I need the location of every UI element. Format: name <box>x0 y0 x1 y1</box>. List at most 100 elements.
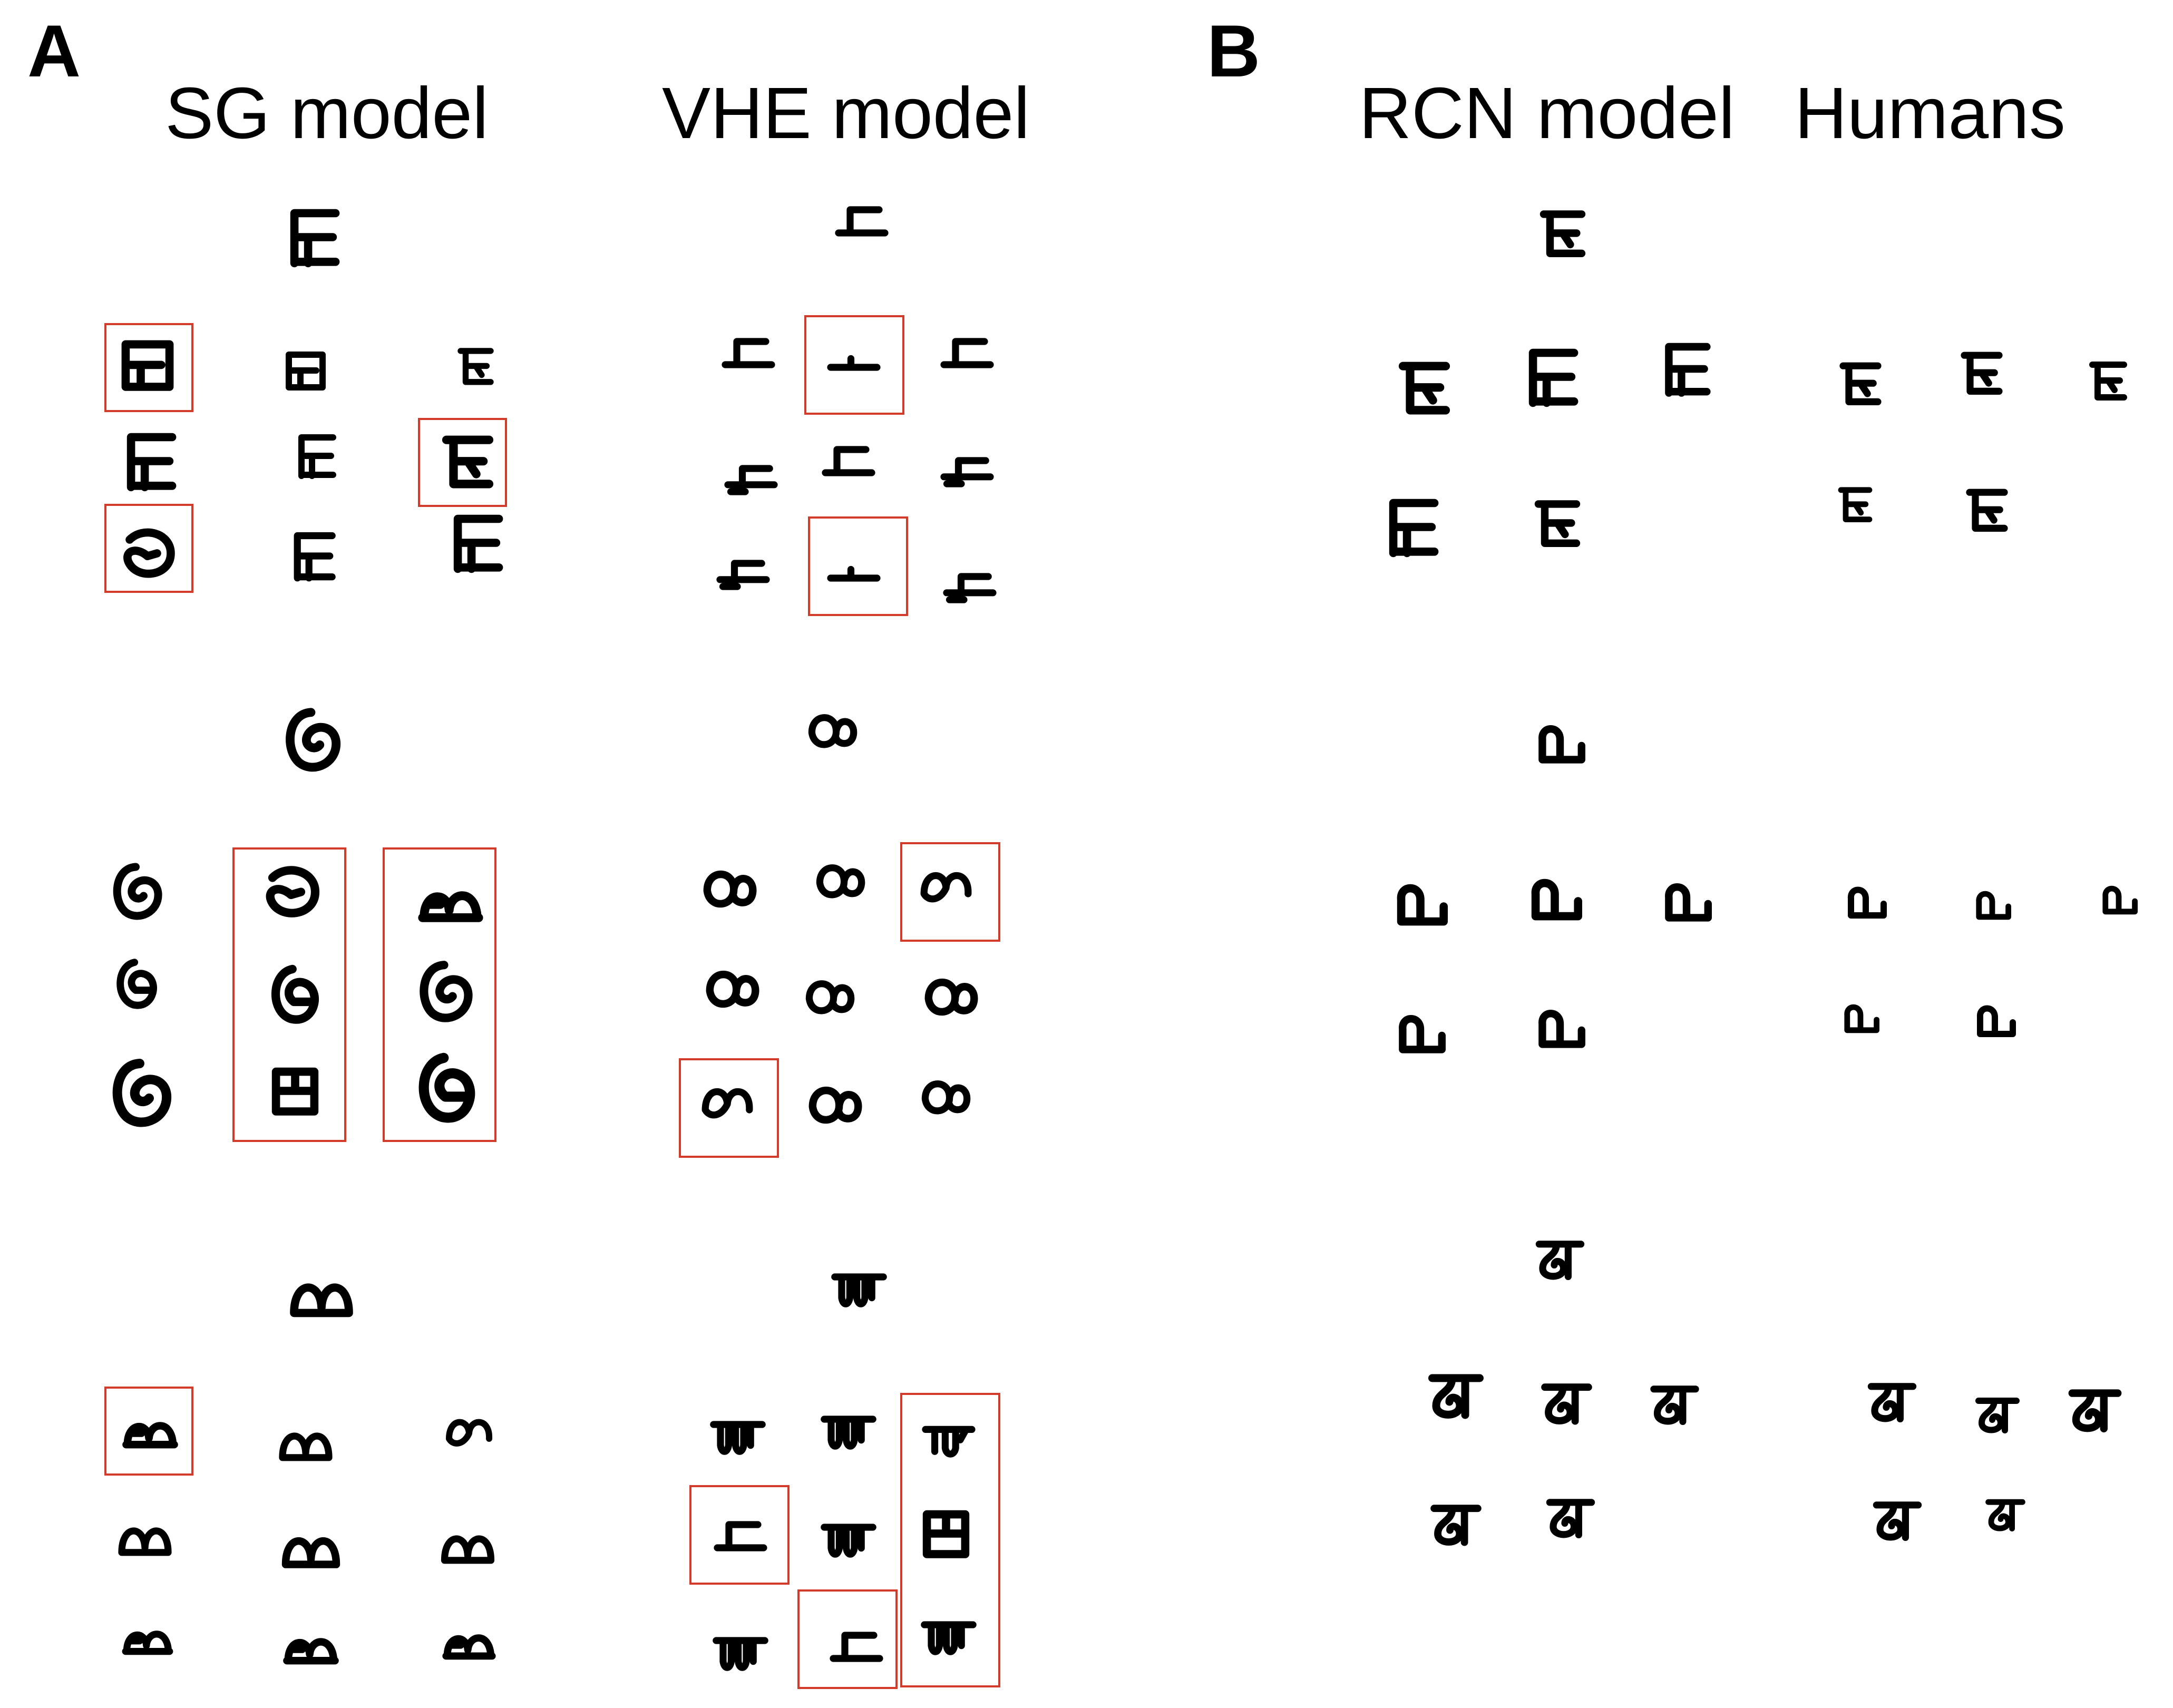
vhe-sample <box>710 974 756 1004</box>
sg-target-2 <box>290 713 336 767</box>
rcn-sample <box>1533 353 1574 403</box>
sg-column <box>104 213 507 1661</box>
vhe-sample <box>944 461 990 484</box>
selection-box <box>383 847 496 1142</box>
human-sample <box>2106 889 2135 912</box>
rcn-sample <box>1535 883 1578 916</box>
human-sample <box>1970 492 2004 528</box>
rcn-sample <box>1538 504 1576 543</box>
sg-sample <box>276 969 315 1020</box>
rcn-target-2 <box>1542 729 1582 759</box>
rcn-sample <box>1550 1502 1591 1535</box>
rcn-sample <box>1542 1013 1582 1044</box>
sg-target-3 <box>294 1287 349 1313</box>
human-sample <box>2092 365 2124 397</box>
vhe-sample <box>825 450 872 473</box>
vhe-sample <box>944 341 990 365</box>
sg-sample <box>131 437 172 487</box>
sg-sample <box>125 344 169 387</box>
sg-sample <box>276 1072 315 1111</box>
rcn-column <box>1394 214 1708 1542</box>
sg-sample <box>118 1063 167 1123</box>
human-sample <box>1847 1007 1877 1030</box>
vhe-column <box>679 210 1000 1689</box>
human-sample <box>1989 1502 2023 1528</box>
sg-sample <box>125 1634 170 1652</box>
human-sample <box>1841 490 1869 520</box>
vhe-target-3 <box>835 1277 883 1304</box>
rcn-sample <box>1394 503 1435 553</box>
rcn-sample <box>1654 1389 1695 1422</box>
selection-box <box>900 842 1000 942</box>
rcn-target-1 <box>1544 214 1582 253</box>
vhe-sample <box>925 1429 972 1454</box>
sg-target-1 <box>295 213 336 263</box>
sg-sample <box>458 519 499 569</box>
human-sample <box>1876 1505 1918 1538</box>
sg-sample <box>446 1638 492 1656</box>
vhe-sample <box>705 1091 749 1115</box>
selection-box <box>900 1393 1000 1687</box>
selection-box <box>797 1589 898 1689</box>
selection-box <box>232 847 346 1142</box>
sg-sample <box>270 870 315 913</box>
sg-sample <box>282 1436 329 1458</box>
sg-sample <box>449 1422 489 1443</box>
vhe-sample <box>824 1527 873 1554</box>
vhe-target-1 <box>839 210 885 233</box>
humans-column <box>1841 355 2135 1537</box>
vhe-sample <box>831 359 877 368</box>
vhe-sample <box>929 982 975 1012</box>
selection-box <box>804 315 904 415</box>
sg-sample <box>424 965 468 1018</box>
sg-sample <box>301 437 333 476</box>
vhe-sample <box>924 1625 973 1652</box>
human-sample <box>1979 894 2009 917</box>
sg-sample <box>445 1539 491 1560</box>
vhe-sample <box>717 1525 764 1548</box>
sg-sample <box>423 896 479 918</box>
vhe-sample <box>831 570 877 579</box>
vhe-sample <box>820 868 861 895</box>
sg-sample <box>287 1642 335 1661</box>
vhe-sample <box>833 1635 880 1658</box>
vhe-sample <box>809 984 851 1011</box>
vhe-sample <box>924 875 968 899</box>
rcn-target-3 <box>1539 1244 1581 1277</box>
vhe-sample <box>716 1641 765 1667</box>
rcn-sample <box>1401 889 1444 922</box>
vhe-target-2 <box>812 718 853 745</box>
vhe-sample <box>707 874 753 904</box>
rcn-sample <box>1403 366 1446 411</box>
human-sample <box>2072 1393 2118 1429</box>
vhe-sample <box>947 577 993 600</box>
sg-sample <box>297 536 332 578</box>
sg-sample <box>289 355 323 387</box>
rcn-sample <box>1433 1378 1480 1415</box>
sg-sample <box>128 532 171 573</box>
selection-box <box>104 1387 193 1476</box>
column-heading-sg: SG model <box>165 73 489 154</box>
human-sample <box>1979 1401 2016 1430</box>
human-sample <box>1843 366 1878 402</box>
human-sample <box>1851 890 1884 916</box>
sg-sample <box>120 962 153 1006</box>
human-sample <box>1871 1387 1913 1419</box>
selection-box <box>104 323 193 412</box>
sg-sample <box>122 1531 168 1553</box>
panel-letter-b: B <box>1207 9 1260 92</box>
human-sample <box>1964 355 1999 391</box>
vhe-sample <box>824 1419 873 1446</box>
vhe-sample <box>725 341 772 365</box>
human-sample <box>1980 1009 2013 1034</box>
rcn-sample <box>1434 1508 1478 1542</box>
vhe-sample <box>813 1090 859 1120</box>
rcn-sample <box>1669 887 1708 918</box>
vhe-sample <box>927 1515 966 1554</box>
selection-box <box>808 516 908 616</box>
sg-sample <box>286 1541 336 1564</box>
vhe-sample <box>714 1424 762 1451</box>
sg-sample <box>126 1426 174 1445</box>
sg-sample <box>424 1058 470 1117</box>
